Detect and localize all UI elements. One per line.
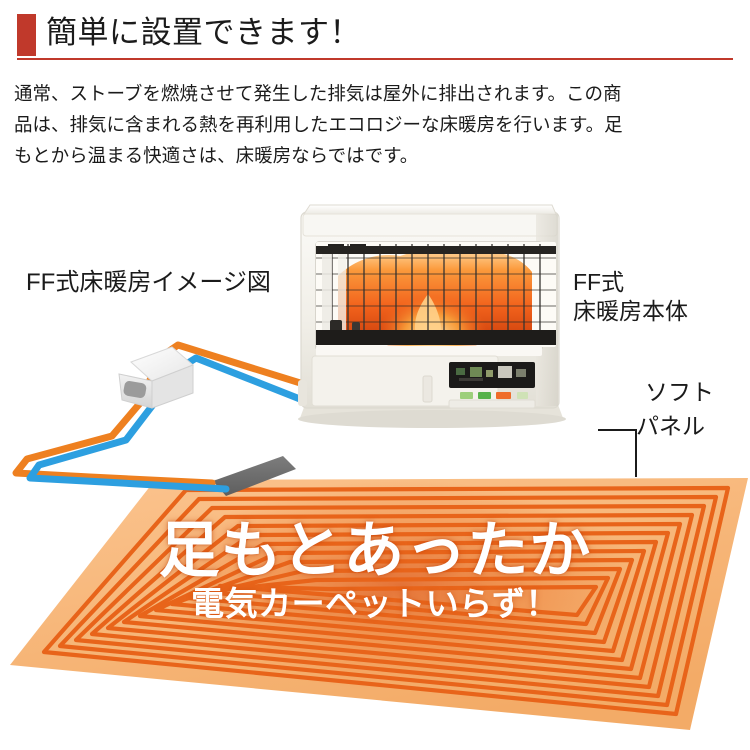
- control-panel-tray: [448, 399, 536, 409]
- body-copy: 通常、ストーブを燃焼させて発生した排気は屋外に排出されます。この商 品は、排気に…: [14, 78, 738, 171]
- page-title: 簡単に設置できます！: [46, 15, 361, 50]
- body-copy-line-2: 品は、排気に含まれる熱を再利用したエコロジーな床暖房を行います。足: [14, 114, 623, 135]
- window-grille: [331, 244, 541, 345]
- body-copy-line-3: もとから温まる快適さは、床暖房ならではです。: [14, 145, 419, 166]
- label-stove-unit-line1: FF式: [573, 269, 625, 295]
- header-accent-bar: [17, 14, 36, 56]
- window-lattice: [316, 257, 556, 323]
- label-diagram: FF式床暖房イメージ図: [26, 269, 271, 296]
- control-panel-indicators: [460, 392, 528, 399]
- panel-connector-bar: [213, 456, 296, 496]
- control-panel-readout: [456, 366, 526, 381]
- soft-panel-leader-line: [598, 429, 637, 477]
- burner-shelf-upper: [316, 246, 556, 254]
- label-soft-panel-line2: パネル: [636, 413, 705, 439]
- burner-shelf: [316, 330, 556, 345]
- label-stove-unit: FF式 床暖房本体: [573, 268, 688, 326]
- stove-top-slab: [303, 204, 557, 215]
- soft-panel-tubing: [41, 480, 731, 717]
- stove-base-shadow: [298, 410, 566, 428]
- illustration-stage: [0, 190, 750, 750]
- stove-lower-ledge: [316, 346, 542, 356]
- stove-pipe-inlet: [298, 380, 307, 406]
- body-copy-line-1: 通常、ストーブを燃焼させて発生した排気は屋外に排出されます。この商: [14, 83, 622, 104]
- heat-exchanger-box-side: [151, 364, 194, 409]
- heat-exchanger-port: [123, 380, 147, 398]
- label-soft-panel-line1: ソフト: [645, 379, 714, 405]
- label-stove-unit-line2: 床暖房本体: [573, 298, 688, 324]
- stove-top-panel: [302, 213, 558, 237]
- ff-stove-unit: [298, 204, 566, 428]
- stove-door-handle: [422, 375, 433, 403]
- soft-panel-group: [10, 456, 748, 730]
- section-header: 簡単に設置できます！: [0, 0, 750, 64]
- header-divider: [17, 58, 733, 60]
- diagram-svg: [10, 204, 748, 730]
- heat-exchanger-box: [118, 346, 194, 409]
